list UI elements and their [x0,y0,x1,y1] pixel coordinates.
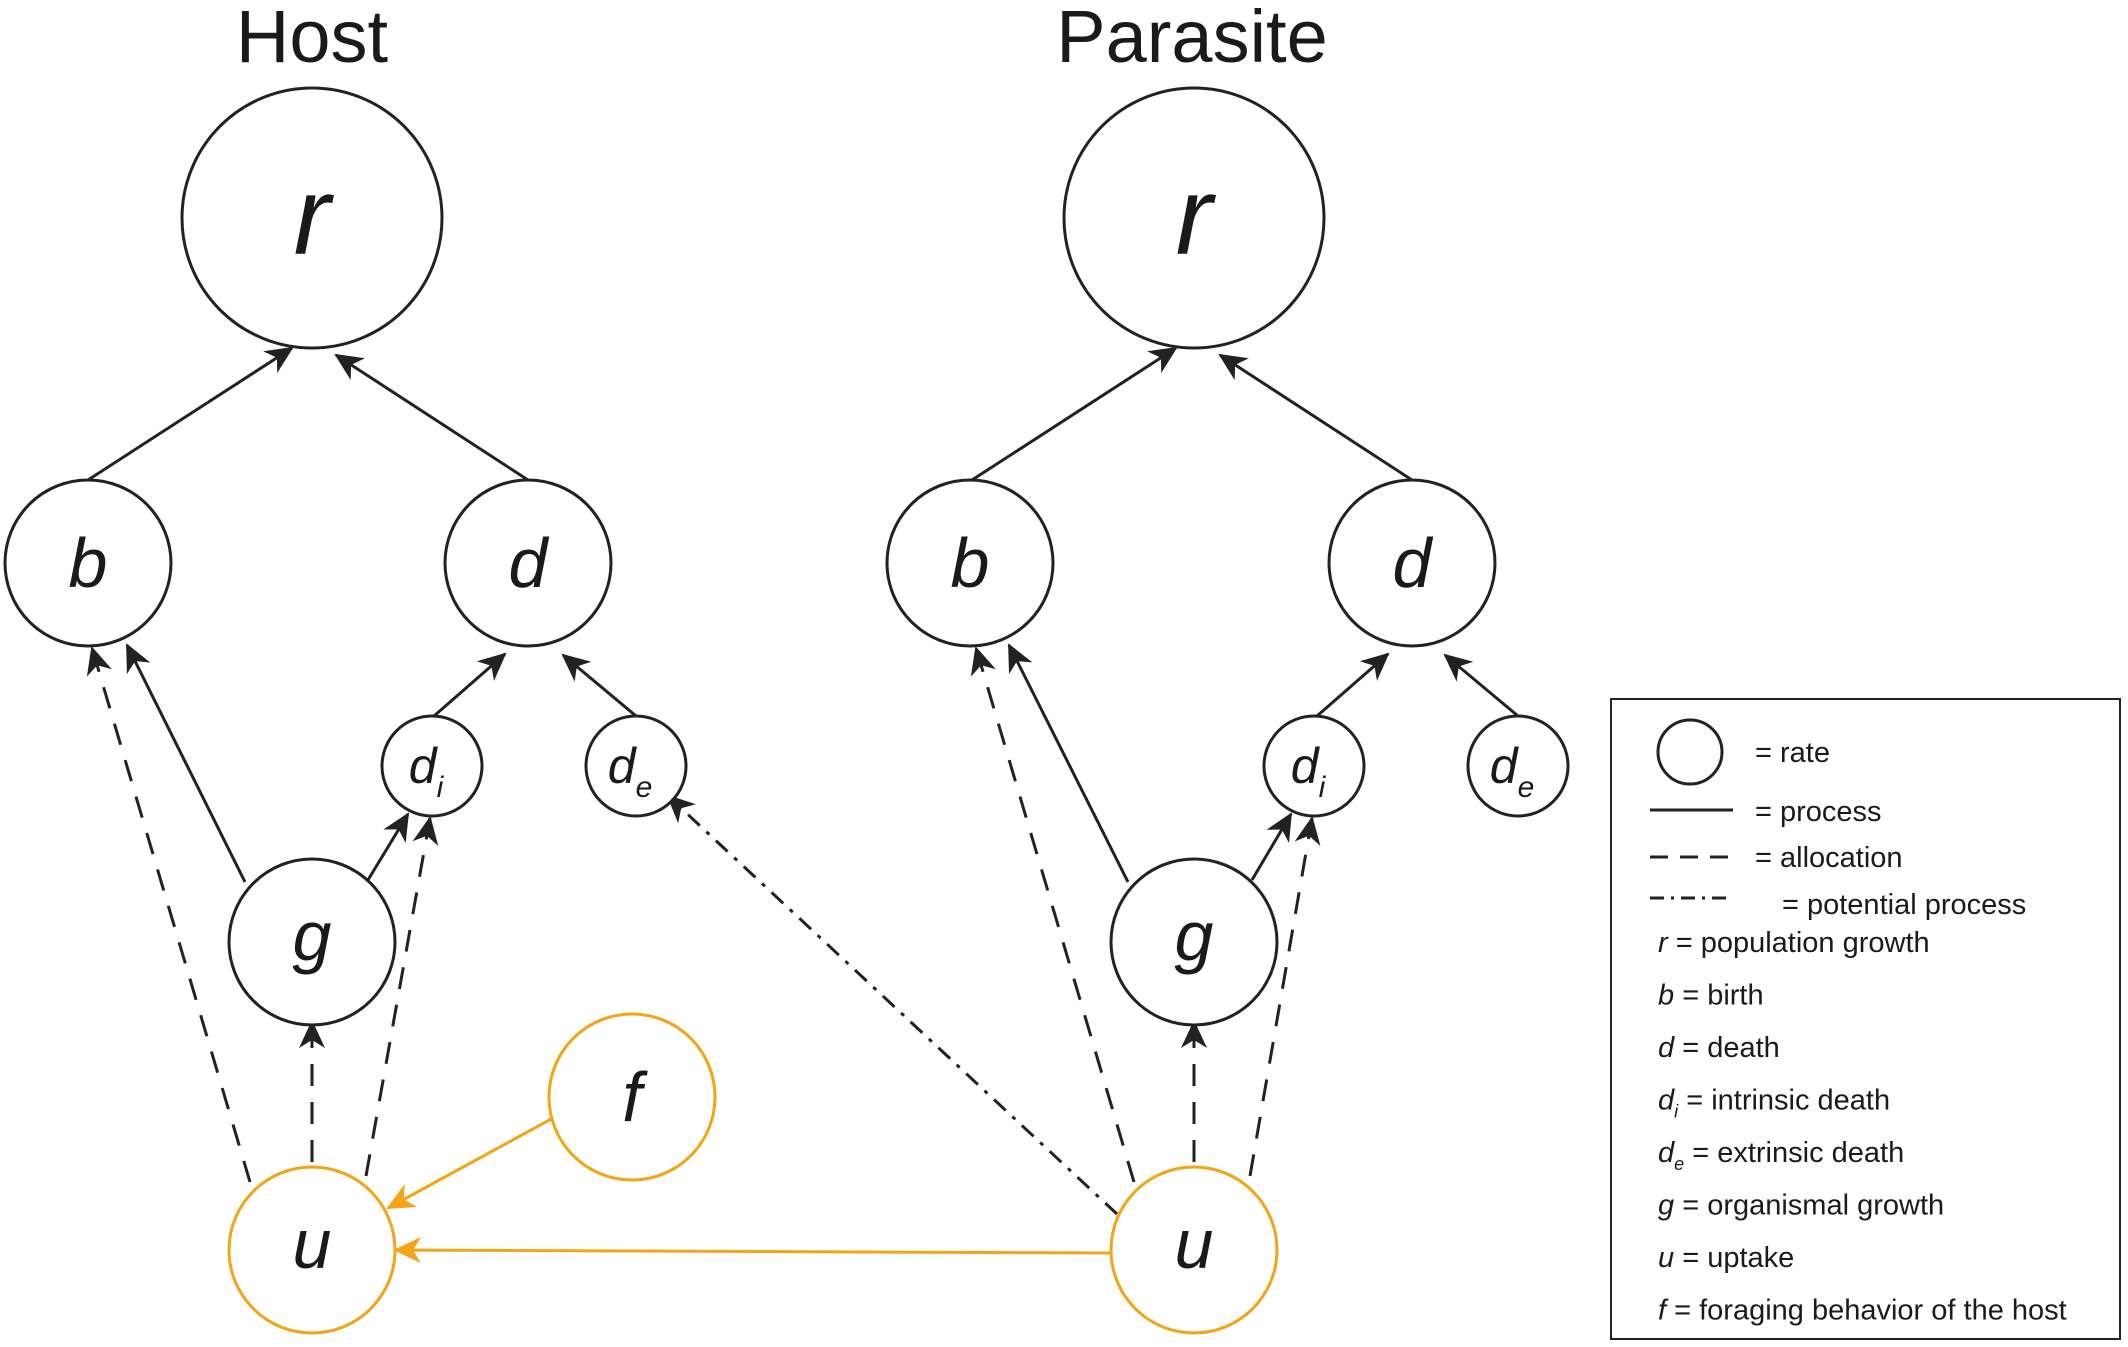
svg-text:de: de [1490,738,1535,804]
legend-item: di = intrinsic death [1658,1085,1890,1122]
svg-text:de: de [608,738,653,804]
legend-allocation: = allocation [1650,842,1903,874]
parasite-u-to-host-de-potential [666,794,1119,1216]
host-edge-di-d [433,652,507,718]
svg-text:di: di [409,738,445,804]
svg-text:u: u [293,1205,332,1283]
legend-item: b = birth [1658,980,1764,1012]
svg-text:r: r [294,155,335,278]
host-edge-f-u [386,1116,554,1210]
legend-item: g = organismal growth [1658,1190,1944,1222]
legend-symbol-list: r = population growth b = birth d = death d… [1658,927,2067,1327]
parasite-edge-g-b [1007,643,1130,883]
host-node-d: d [443,478,613,648]
legend-potential-process: = potential process [1650,889,2026,921]
parasite-edge-g-di [1250,812,1293,881]
host-node-r: r [180,86,444,350]
legend-item: d = death [1658,1032,1780,1064]
host-title: Host [236,0,389,78]
svg-text:= potential process: = potential process [1782,889,2026,921]
host-edge-u-b [86,646,252,1183]
legend-process: = process [1650,796,1882,828]
legend-item: de = extrinsic death [1658,1137,1904,1174]
host-edge-b-r [87,346,294,482]
svg-text:= rate: = rate [1755,737,1830,769]
host-node-f: f [547,1012,717,1182]
svg-text:g: g [293,897,332,975]
parasite-node-di: di [1262,714,1366,818]
host-node-di: di [380,714,484,818]
legend-rate: = rate [1656,718,1830,786]
host-node-g: g [227,857,397,1027]
parasite-node-r: r [1062,86,1326,350]
legend-item: u = uptake [1658,1242,1794,1274]
host-edge-g-b [125,643,247,883]
legend-item: r = population growth [1658,927,1930,959]
parasite-node-de: de [1466,714,1570,818]
svg-text:= allocation: = allocation [1755,842,1903,874]
svg-text:u: u [1175,1205,1214,1283]
parasite-edge-d-r [1218,353,1413,482]
parasite-title: Parasite [1056,0,1327,78]
svg-text:b: b [951,524,990,602]
parasite-edge-di-d [1316,652,1390,718]
parasite-node-u: u [1109,1165,1279,1335]
legend-item: f = foraging behavior of the host [1658,1295,2067,1327]
svg-text:= process: = process [1755,796,1882,828]
parasite-edge-de-d [1443,653,1519,718]
host-edge-g-di [366,812,410,881]
parasite-edge-u-b [970,646,1136,1183]
parasite-node-g: g [1109,857,1279,1027]
svg-text:b: b [69,524,108,602]
parasite-edge-u-di [1248,816,1321,1177]
host-node-de: de [584,714,688,818]
parasite-edge-b-r [971,346,1178,482]
svg-text:d: d [1393,524,1434,602]
svg-text:r: r [1176,155,1217,278]
parasite-node-d: d [1327,478,1497,648]
svg-text:g: g [1175,897,1214,975]
svg-text:di: di [1291,738,1327,804]
svg-text:d: d [509,524,550,602]
parasite-node-b: b [885,478,1055,648]
host-node-u: u [227,1165,397,1335]
host-node-b: b [3,478,173,648]
host-edge-de-d [561,653,637,718]
parasite-u-to-host-u [393,1237,1111,1264]
host-edge-d-r [334,353,529,482]
legend: = rate = process = allocation = potentia… [1610,698,2121,1340]
